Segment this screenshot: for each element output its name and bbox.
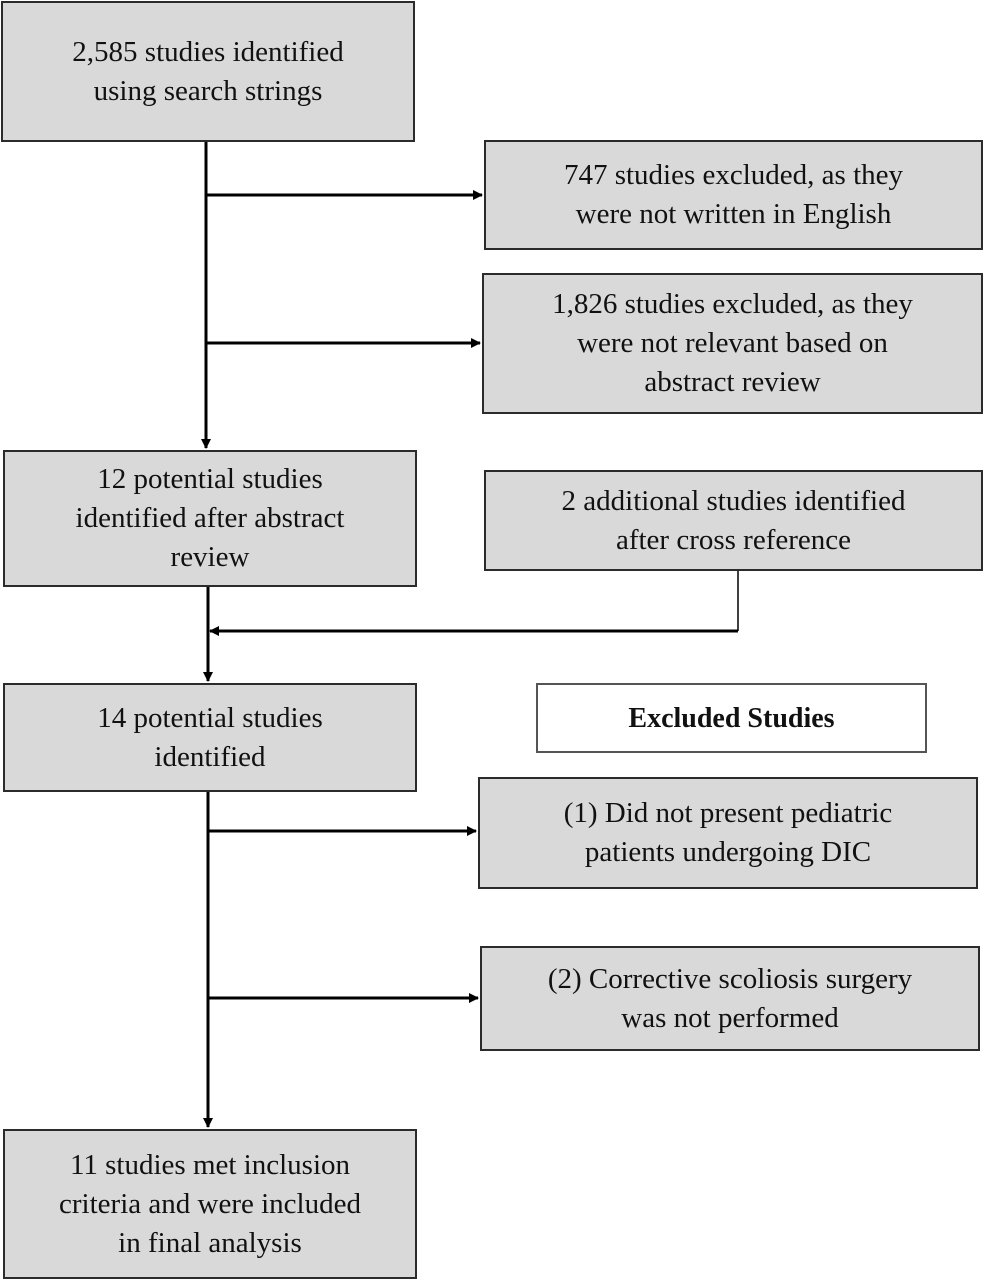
box-potential-12-text: 12 potential studies identified after ab…: [75, 463, 345, 573]
box-excluded-reason-2: (2) Corrective scoliosis surgery was not…: [480, 946, 980, 1051]
box-excluded-header-text: Excluded Studies: [628, 702, 835, 734]
box-additional-text: 2 additional studies identified after cr…: [561, 484, 906, 556]
box-excluded-reason-1-text: (1) Did not present pediatric patients u…: [563, 797, 893, 868]
box-excluded-reason-2-text: (2) Corrective scoliosis surgery was not…: [547, 962, 913, 1034]
box-potential-14-text: 14 potential studies identified: [97, 701, 323, 773]
box-identified-text: 2,585 studies identified using search st…: [72, 35, 344, 107]
box-excluded-language-text: 747 studies excluded, as they were not w…: [563, 159, 904, 230]
box-potential-12: 12 potential studies identified after ab…: [3, 450, 417, 587]
box-final-text: 11 studies met inclusion criteria and we…: [59, 1148, 361, 1259]
box-excluded-language: 747 studies excluded, as they were not w…: [484, 140, 983, 250]
box-excluded-reason-1: (1) Did not present pediatric patients u…: [478, 777, 978, 889]
box-identified: 2,585 studies identified using search st…: [1, 1, 415, 142]
box-potential-14: 14 potential studies identified: [3, 683, 417, 792]
box-final: 11 studies met inclusion criteria and we…: [3, 1129, 417, 1279]
box-excluded-abstract-text: 1,826 studies excluded, as they were not…: [552, 288, 913, 398]
box-additional: 2 additional studies identified after cr…: [484, 470, 983, 571]
box-excluded-abstract: 1,826 studies excluded, as they were not…: [482, 273, 983, 414]
box-excluded-header: Excluded Studies: [536, 683, 927, 753]
